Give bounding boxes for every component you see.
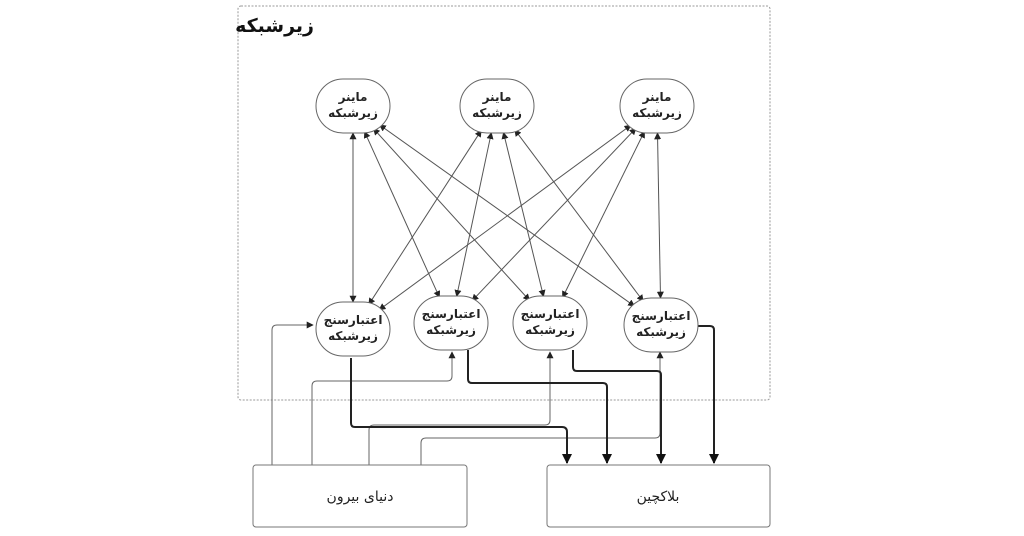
miner-node[interactable]: ماینر زیرشبکه — [459, 78, 535, 134]
edge-outside-to-validator-3 — [368, 351, 554, 465]
validator-node[interactable]: اعتبارسنج زیرشبکه — [315, 301, 391, 357]
edge-miner-2-validator-2 — [454, 131, 494, 298]
miner-sublabel: زیرشبکه — [472, 106, 522, 120]
miner-node[interactable]: ماینر زیرشبکه — [619, 78, 695, 134]
blockchain-box[interactable]: بلاکچین — [546, 464, 771, 528]
edge-miner-1-validator-2 — [363, 131, 441, 298]
edge-outside-to-validator-1 — [271, 321, 314, 465]
edge-validator-2-to-blockchain — [467, 350, 612, 464]
validator-sublabel: زیرشبکه — [426, 323, 476, 337]
validator-label: اعتبارسنج — [521, 307, 580, 321]
validator-sublabel: زیرشبکه — [328, 329, 378, 343]
subnet-title: زیرشبکه — [235, 15, 314, 37]
validator-label: اعتبارسنج — [324, 313, 383, 327]
miner-label: ماینر — [642, 90, 672, 104]
miner-label: ماینر — [338, 90, 368, 104]
validator-node[interactable]: اعتبارسنج زیرشبکه — [512, 295, 588, 351]
validator-label: اعتبارسنج — [632, 309, 691, 323]
edge-miner-2-validator-1 — [368, 129, 482, 306]
edge-miner-3-validator-4 — [654, 132, 664, 299]
edge-validator-4-to-blockchain — [697, 325, 719, 464]
miner-sublabel: زیرشبکه — [632, 106, 682, 120]
edge-outside-to-validator-4 — [420, 351, 664, 465]
validator-sublabel: زیرشبکه — [525, 323, 575, 337]
miner-sublabel: زیرشبکه — [328, 106, 378, 120]
edge-validator-1-to-blockchain — [350, 358, 572, 464]
validator-sublabel: زیرشبکه — [636, 325, 686, 339]
subnet-container — [237, 5, 771, 401]
miner-node[interactable]: ماینر زیرشبکه — [315, 78, 391, 134]
validator-label: اعتبارسنج — [422, 307, 481, 321]
blockchain-edges — [350, 325, 719, 464]
outside-world-box[interactable]: دنیای بیرون — [252, 464, 468, 528]
validator-node[interactable]: اعتبارسنج زیرشبکه — [413, 295, 489, 351]
edge-miner-3-validator-2 — [471, 127, 637, 302]
outside-world-label: دنیای بیرون — [327, 489, 394, 505]
edge-miner-3-validator-1 — [378, 124, 632, 311]
miner-validator-edges — [349, 124, 664, 311]
blockchain-label: بلاکچین — [637, 489, 680, 505]
edge-validator-3-to-blockchain — [572, 350, 666, 464]
edge-outside-to-validator-2 — [311, 351, 456, 465]
validator-node[interactable]: اعتبارسنج زیرشبکه — [623, 297, 699, 353]
edge-miner-3-validator-3 — [562, 130, 645, 299]
edge-miner-2-validator-4 — [514, 129, 644, 302]
miner-label: ماینر — [482, 90, 512, 104]
